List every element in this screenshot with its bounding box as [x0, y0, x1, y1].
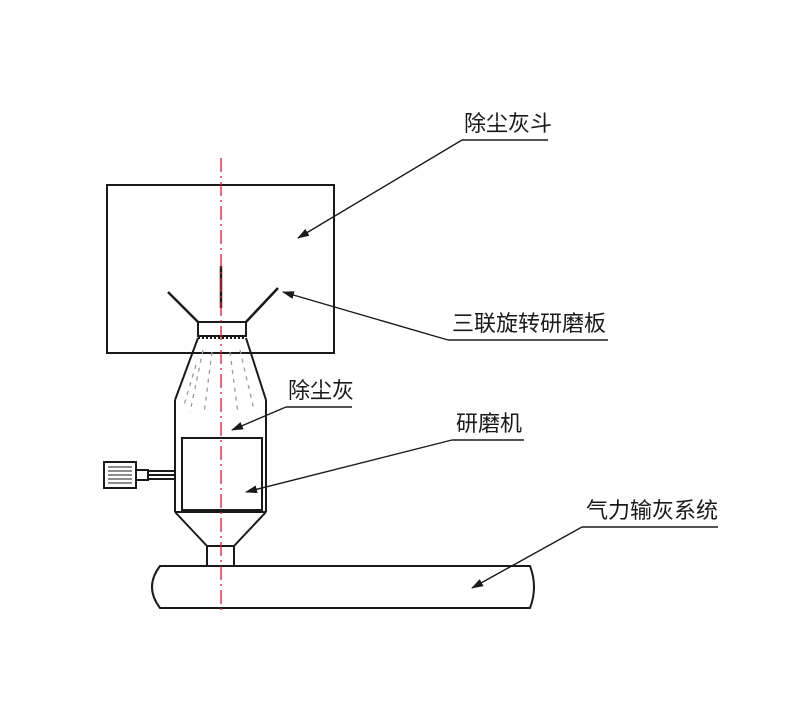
label-dust-hopper: 除尘灰斗 [464, 112, 553, 137]
hopper-neck [197, 321, 247, 337]
label-grinder: 研磨机 [456, 412, 523, 437]
leader-lines [231, 139, 718, 589]
label-pneumatic-conveying: 气力输灰系统 [586, 499, 719, 524]
grinder-box [181, 437, 263, 511]
ash-particles [183, 349, 255, 415]
vessel-body [174, 337, 267, 512]
motor [103, 461, 175, 489]
conveying-pipe [151, 565, 535, 609]
label-dust-ash: 除尘灰 [288, 379, 355, 404]
grinding-plates [167, 266, 279, 323]
label-grinding-plates: 三联旋转研磨板 [452, 312, 607, 337]
